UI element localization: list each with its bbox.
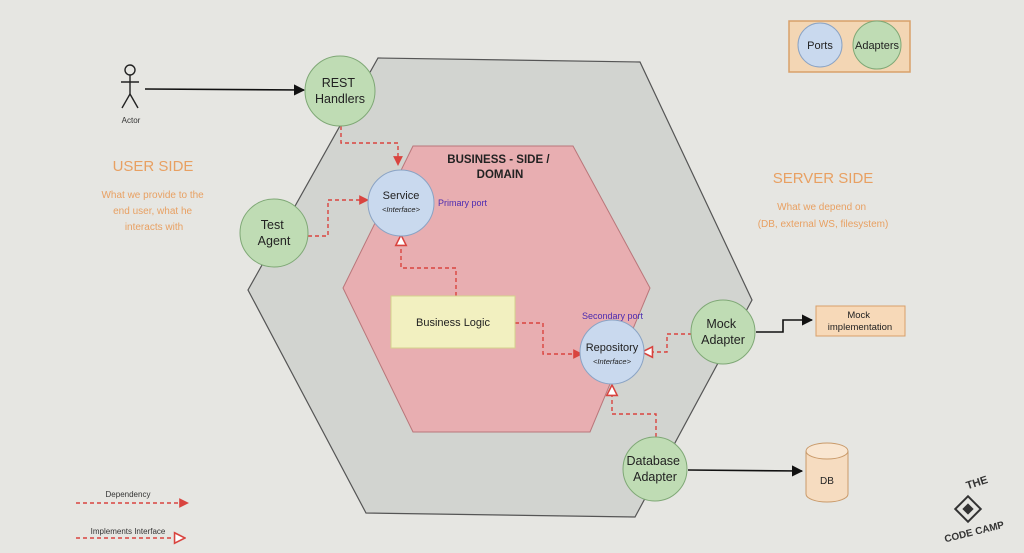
mock-adapter: [690, 299, 756, 365]
rest-to-service-dependency: [340, 126, 403, 166]
legend-port-circle: [797, 22, 843, 68]
legend-adapter-circle: [852, 20, 902, 70]
primary-port-label: Primary port: [438, 198, 488, 208]
service-interface-label: <Interface>: [382, 205, 421, 214]
secondary-port-label: Secondary port: [582, 311, 644, 321]
repository-interface-label: <Interface>: [593, 357, 632, 366]
adapter-to-db-arrow: [687, 465, 804, 477]
dependency-key-label: Dependency: [106, 490, 151, 499]
user-side-description: What we provide to the end user, what he…: [101, 190, 206, 233]
logo-emblem-icon: [953, 494, 983, 524]
database-cylinder: [805, 442, 849, 503]
database-adapter: [622, 436, 688, 502]
actor-icon: [121, 64, 139, 109]
db-label: DB: [820, 476, 834, 487]
actor-to-rest-arrow: [144, 84, 306, 96]
domain-title: BUSINESS - SIDE / DOMAIN: [447, 154, 552, 181]
arrow-key: Dependency Implements Interface: [76, 490, 189, 538]
rest-handlers-label: REST Handlers: [315, 76, 365, 106]
dependency-arrows: [308, 126, 583, 359]
service-label: Service: [383, 190, 420, 202]
server-side-description: What we depend on (DB, external WS, file…: [758, 202, 889, 230]
business-logic-label: Business Logic: [416, 317, 490, 329]
mock-to-implementation-arrow: [756, 314, 814, 333]
test-agent-label: Test Agent: [258, 218, 291, 248]
mock-implementation-box: [815, 305, 906, 337]
test-agent-adapter: [239, 198, 309, 268]
db-implements-repository: [612, 386, 657, 437]
implements-key-label: Implements Interface: [91, 527, 166, 536]
server-side-title: SERVER SIDE: [773, 170, 874, 187]
logo-top-text: THE: [965, 474, 990, 492]
test-to-service-dependency: [308, 195, 369, 237]
business-logic-box: [390, 295, 516, 349]
repository-label: Repository: [586, 342, 639, 354]
mock-adapter-label: Mock Adapter: [701, 317, 745, 347]
repository-port: [579, 319, 645, 385]
implements-arrows: [401, 236, 692, 437]
legend-adapters-label: Adapters: [855, 40, 900, 52]
legend-ports-label: Ports: [807, 40, 833, 52]
logic-implements-service: [401, 236, 457, 296]
actor-label: Actor: [122, 116, 141, 125]
user-side-title: USER SIDE: [113, 158, 194, 175]
logic-to-repository-dependency: [515, 322, 583, 359]
the-code-camp-logo: THE CODE CAMP: [943, 474, 1005, 545]
database-adapter-label: Database Adapter: [627, 454, 684, 484]
mock-implementation-label: Mock implementation: [828, 310, 892, 333]
rest-handlers-adapter: [304, 55, 376, 127]
logo-bottom-text: CODE CAMP: [943, 520, 1005, 546]
service-port: [367, 169, 435, 237]
legend: Ports Adapters: [788, 20, 911, 73]
